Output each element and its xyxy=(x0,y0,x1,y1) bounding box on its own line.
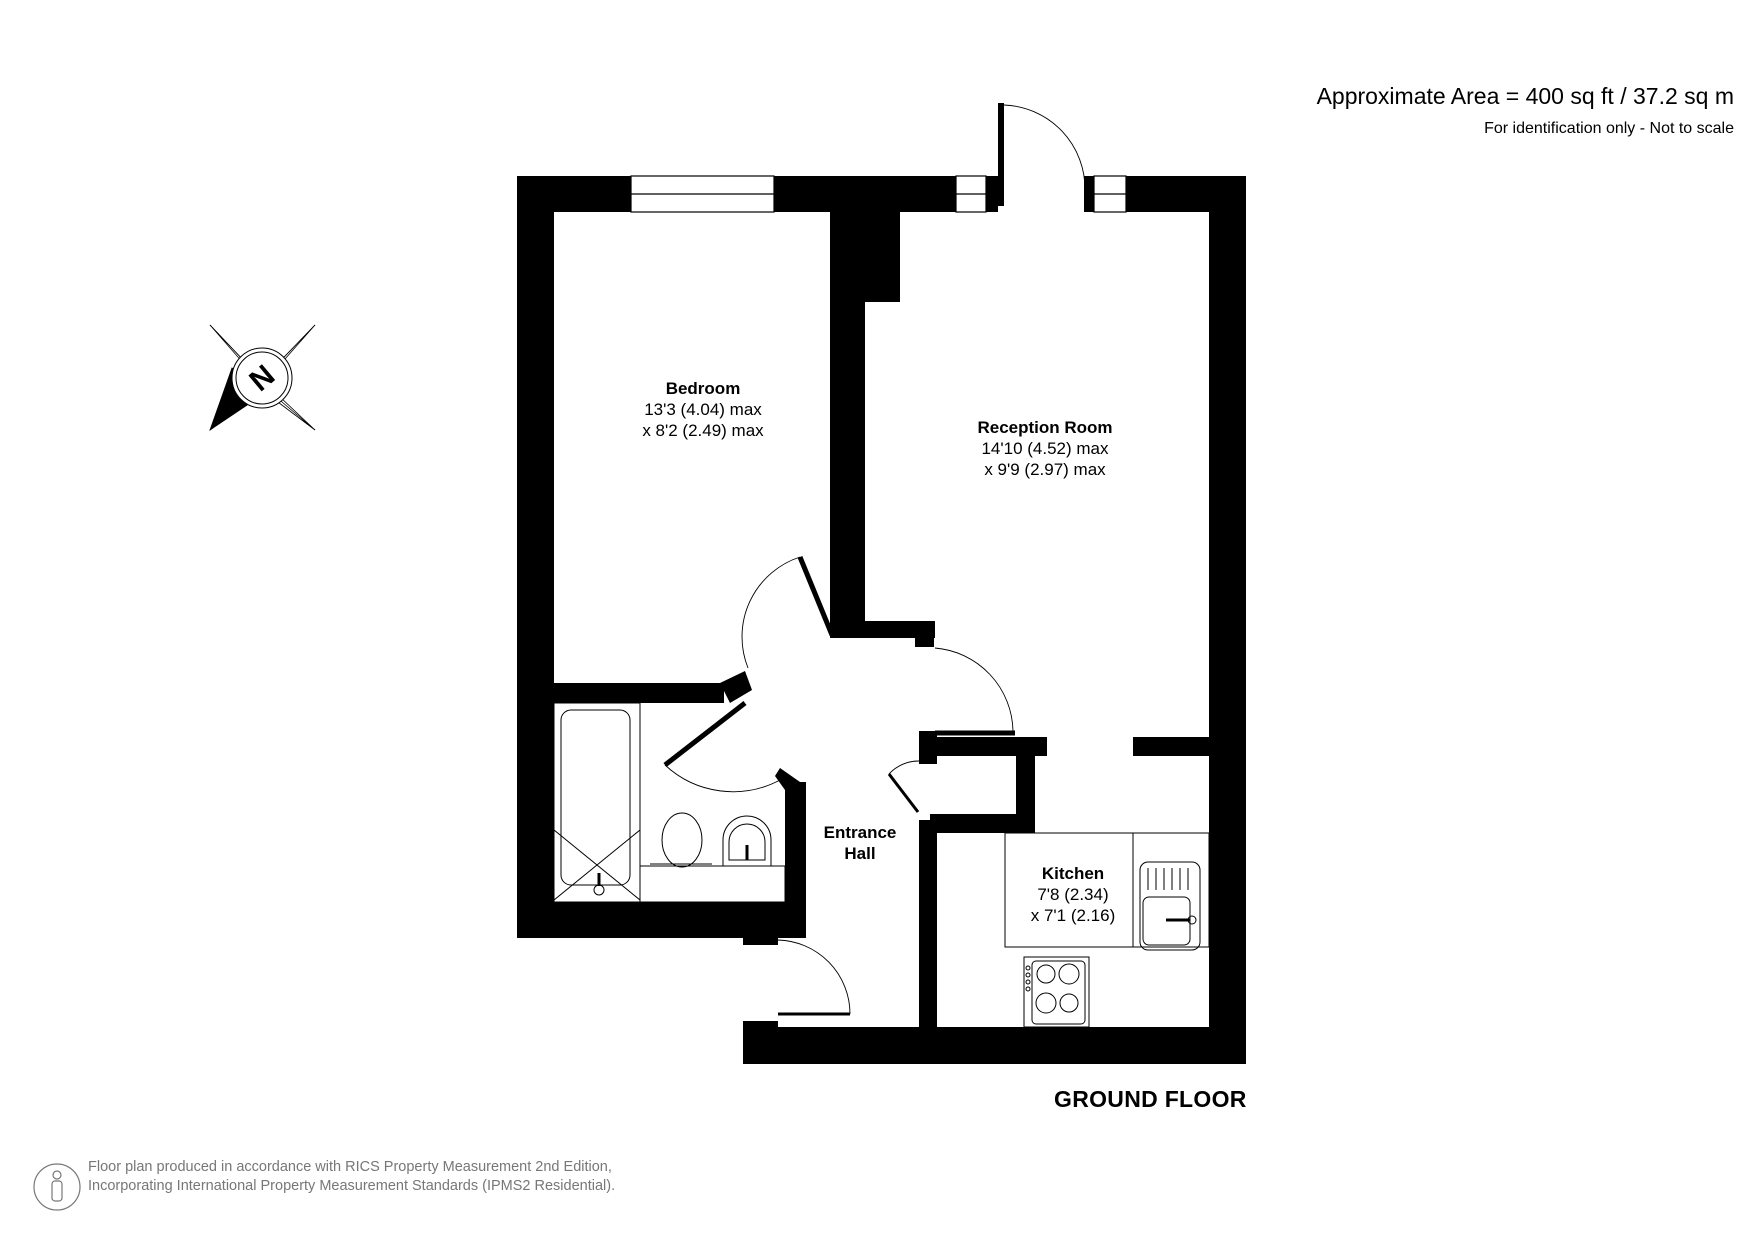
sink-icon xyxy=(1139,861,1201,951)
room-dimension: 13'3 (4.04) max xyxy=(644,400,762,419)
bath-icon xyxy=(553,702,641,903)
room-name: Bedroom xyxy=(665,379,741,398)
windows xyxy=(630,175,1127,213)
internal-doors xyxy=(663,556,1015,1016)
room-dimension: x 9'9 (2.97) max xyxy=(984,460,1106,479)
kitchen-counter xyxy=(1004,832,1210,948)
floor-label: GROUND FLOOR xyxy=(1054,1086,1247,1112)
room-dimension: x 7'1 (2.16) xyxy=(1030,906,1116,925)
approximate-area: Approximate Area = 400 sq ft / 37.2 sq m xyxy=(1316,83,1734,109)
room-dimension: 7'8 (2.34) xyxy=(1037,885,1109,904)
room-entrance-hall: Entrance Hall xyxy=(815,822,905,864)
room-bedroom: Bedroom 13'3 (4.04) max x 8'2 (2.49) max xyxy=(623,378,783,441)
walls xyxy=(517,176,1246,1064)
room-kitchen: Kitchen 7'8 (2.34) x 7'1 (2.16) xyxy=(1013,863,1133,926)
footer-line-1: Floor plan produced in accordance with R… xyxy=(88,1159,612,1175)
footer-line-2: Incorporating International Property Mea… xyxy=(88,1178,616,1194)
room-dimension: x 8'2 (2.49) max xyxy=(642,421,764,440)
room-dimension: 14'10 (4.52) max xyxy=(981,439,1109,458)
footer-note: Floor plan produced in accordance with R… xyxy=(88,1158,615,1196)
hob-icon xyxy=(1023,956,1090,1028)
person-measurement-icon xyxy=(33,1163,81,1211)
room-reception: Reception Room 14'10 (4.52) max x 9'9 (2… xyxy=(960,417,1130,480)
room-name: Reception Room xyxy=(977,418,1113,437)
toilet-icon xyxy=(639,812,786,903)
basin-icon xyxy=(722,815,772,867)
compass-north-icon: N xyxy=(209,324,316,432)
front-door-top xyxy=(998,103,1086,206)
room-name-line2: Hall xyxy=(844,844,876,863)
room-name: Entrance xyxy=(823,823,897,842)
room-name: Kitchen xyxy=(1041,864,1105,883)
disclaimer: For identification only - Not to scale xyxy=(1484,120,1734,137)
